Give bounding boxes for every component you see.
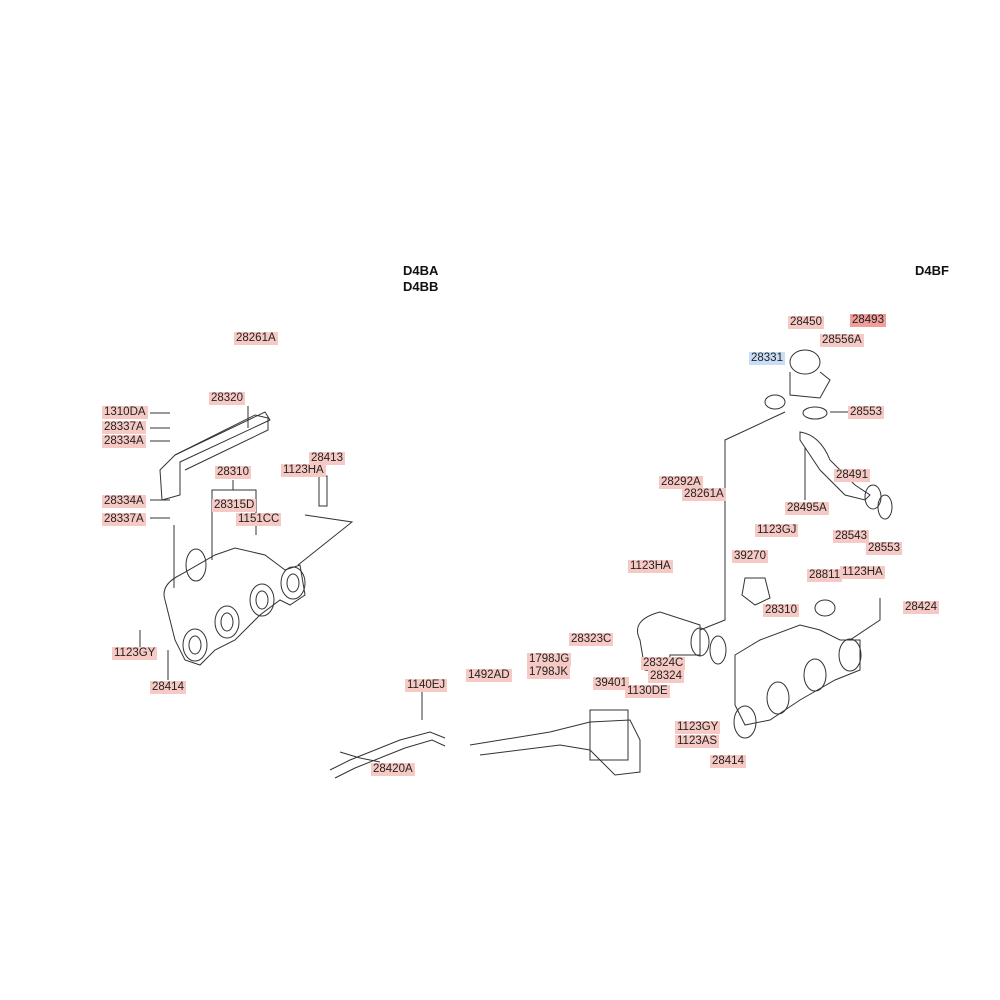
part-label[interactable]: 1123HA — [281, 464, 326, 477]
part-label[interactable]: 28543 — [833, 530, 869, 543]
part-label[interactable]: 28420A — [371, 763, 415, 776]
part-label[interactable]: 28337A — [102, 513, 146, 526]
part-label[interactable]: 1151CC — [236, 513, 282, 526]
part-label[interactable]: 1123HA — [628, 560, 673, 573]
part-label[interactable]: 1310DA — [102, 406, 148, 419]
part-label[interactable]: 28310 — [763, 604, 799, 617]
part-label[interactable]: 1123AS — [675, 735, 720, 748]
part-label[interactable]: 28414 — [150, 681, 186, 694]
part-label[interactable]: 28261A — [682, 488, 726, 501]
part-label[interactable]: 1798JG — [527, 653, 572, 666]
heat-shield-drawing — [159, 406, 271, 501]
part-label[interactable]: 1130DE — [625, 685, 670, 698]
engine-code-d4ba: D4BA — [403, 263, 439, 278]
part-label[interactable]: 28556A — [820, 334, 864, 347]
part-label[interactable]: 28424 — [903, 601, 939, 614]
part-label[interactable]: 28811 — [807, 569, 843, 582]
part-label[interactable]: 39270 — [732, 550, 768, 563]
left-manifold-drawing — [139, 412, 354, 680]
part-label[interactable]: 28334A — [102, 495, 146, 508]
part-label[interactable]: 28310 — [215, 466, 251, 479]
part-label[interactable]: 1123HA — [840, 566, 885, 579]
part-label[interactable]: 28450 — [788, 316, 824, 329]
part-label[interactable]: 1123GY — [112, 647, 158, 660]
part-label[interactable]: 1123GJ — [755, 524, 799, 537]
part-label[interactable]: 28324C — [641, 657, 686, 670]
part-label[interactable]: 28320 — [209, 392, 245, 405]
part-label-selected[interactable]: 28331 — [749, 352, 785, 365]
part-label[interactable]: 28324 — [648, 670, 684, 683]
egr-drawing — [699, 349, 893, 631]
engine-code-d4bb: D4BB — [403, 279, 439, 294]
part-label[interactable]: 28414 — [710, 755, 746, 768]
part-label[interactable]: 1140EJ — [405, 679, 448, 692]
part-label[interactable]: 28337A — [102, 421, 146, 434]
part-label[interactable]: 1123GY — [675, 721, 721, 734]
part-label[interactable]: 1492AD — [466, 669, 512, 682]
part-label[interactable]: 28553 — [848, 406, 884, 419]
part-label[interactable]: 28334A — [102, 435, 146, 448]
part-label[interactable]: 28292A — [659, 476, 703, 489]
part-label[interactable]: 28491 — [834, 469, 870, 482]
part-label[interactable]: 28315D — [212, 499, 257, 512]
engine-code-d4bf: D4BF — [915, 263, 949, 278]
part-label[interactable]: 28413 — [309, 452, 345, 465]
part-label[interactable]: 28323C — [569, 633, 614, 646]
part-label-highlighted[interactable]: 28493 — [850, 314, 886, 327]
pipes-drawing — [329, 692, 641, 779]
part-label[interactable]: 1798JK — [527, 666, 571, 679]
part-label[interactable]: 28495A — [785, 502, 829, 515]
part-label[interactable]: 28553 — [866, 542, 902, 555]
part-label[interactable]: 39401 — [593, 677, 629, 690]
part-label[interactable]: 28261A — [234, 332, 278, 345]
